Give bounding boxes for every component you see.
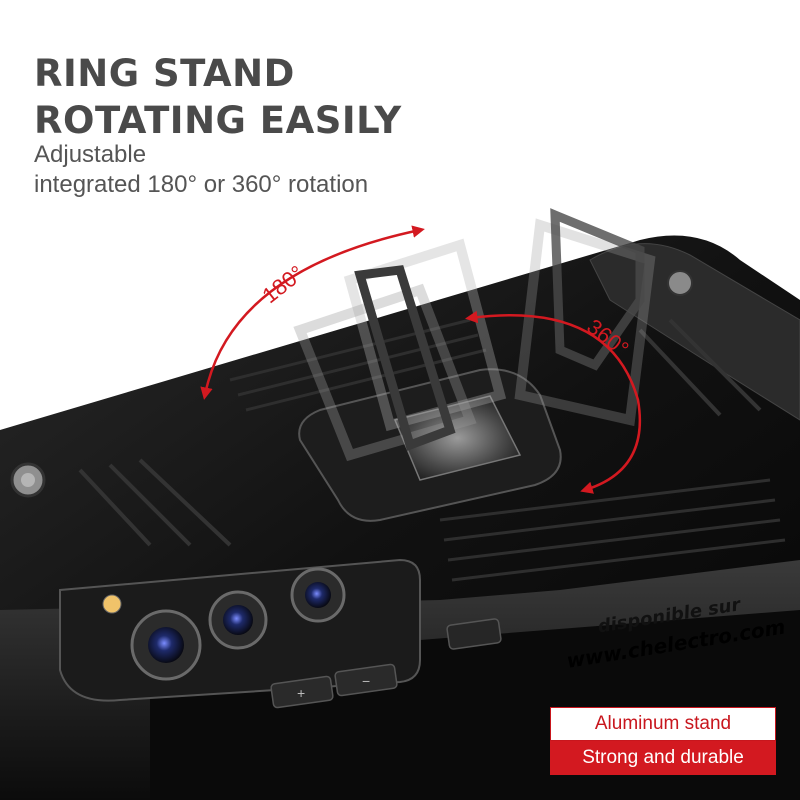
rotation-arrow-icon [465, 310, 642, 494]
volume-buttons: + − [270, 663, 398, 709]
camera-lens-icon [290, 567, 346, 623]
headline: RING STAND ROTATING EASILY [34, 50, 402, 144]
headline-line-1: RING STAND [34, 52, 295, 95]
rotation-arrow-icon [200, 225, 425, 400]
volume-plus-label: + [297, 685, 305, 701]
subtitle-line-2: integrated 180° or 360° rotation [34, 171, 369, 198]
power-button [446, 618, 502, 650]
subtitle-line-1: Adjustable [34, 141, 147, 168]
volume-minus-label: − [362, 673, 370, 689]
case-ribs [78, 318, 762, 547]
feature-badge: Aluminum stand Strong and durable [550, 707, 776, 775]
subtitle: Adjustable integrated 180° or 360° rotat… [34, 140, 368, 200]
headline-line-2: ROTATING EASILY [34, 99, 402, 142]
badge-bottom-label: Strong and durable [550, 741, 776, 775]
screw-icon [667, 270, 693, 296]
badge-top-label: Aluminum stand [550, 707, 776, 741]
angle-180-label: 180° [257, 260, 308, 308]
flash-icon [102, 594, 122, 614]
camera-lens-icon [130, 609, 202, 681]
camera-lens-icon [208, 590, 268, 650]
